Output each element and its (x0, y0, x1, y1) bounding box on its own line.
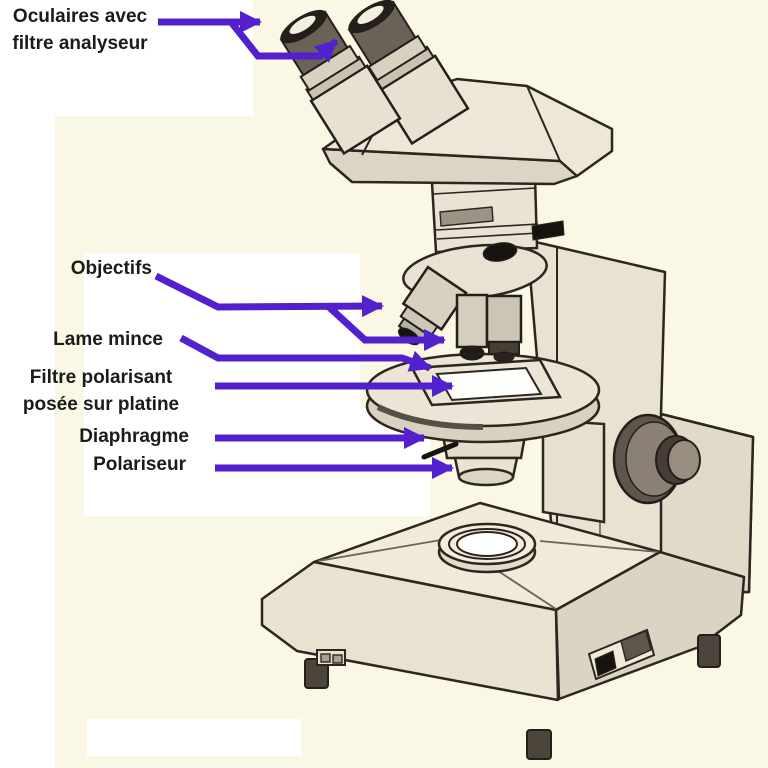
background-patch (87, 719, 301, 756)
focus-knob (612, 413, 701, 505)
arrow-objectifs-branch (326, 304, 446, 351)
brightness-slider (587, 628, 656, 681)
power-switch (316, 649, 346, 666)
objective-left (397, 265, 468, 346)
label-lame-mince: Lame mince (53, 329, 163, 350)
objective-right (485, 294, 523, 363)
objective-center (455, 293, 489, 361)
label-objectifs: Objectifs (70, 258, 152, 279)
analyzer-slot (439, 206, 494, 227)
arrow-objectifs (154, 272, 384, 318)
label-oculaires: Oculaires avec filtre analyseur (12, 6, 148, 54)
arrow-lame-mince (179, 334, 432, 372)
label-polariseur: Polariseur (93, 454, 186, 475)
background-patch (84, 253, 360, 423)
polarizing-filter (435, 366, 543, 402)
illuminator-ring (437, 522, 537, 574)
centering-screw (482, 242, 518, 262)
tube-knob (531, 220, 565, 241)
background-patch (84, 408, 430, 516)
diaphragm-lever (421, 441, 459, 460)
arrow-oculaires-branch (228, 19, 339, 63)
intermediate-tube (430, 174, 565, 254)
polarizer-unit (453, 456, 519, 487)
base-feet (304, 634, 721, 760)
background-patch (0, 0, 55, 768)
eyepiece-right (347, 0, 470, 146)
label-diaphragme: Diaphragme (79, 426, 189, 447)
label-filtre-polarisant: Filtre polarisant posée sur platine (22, 367, 180, 415)
annotation-arrows (154, 11, 454, 479)
